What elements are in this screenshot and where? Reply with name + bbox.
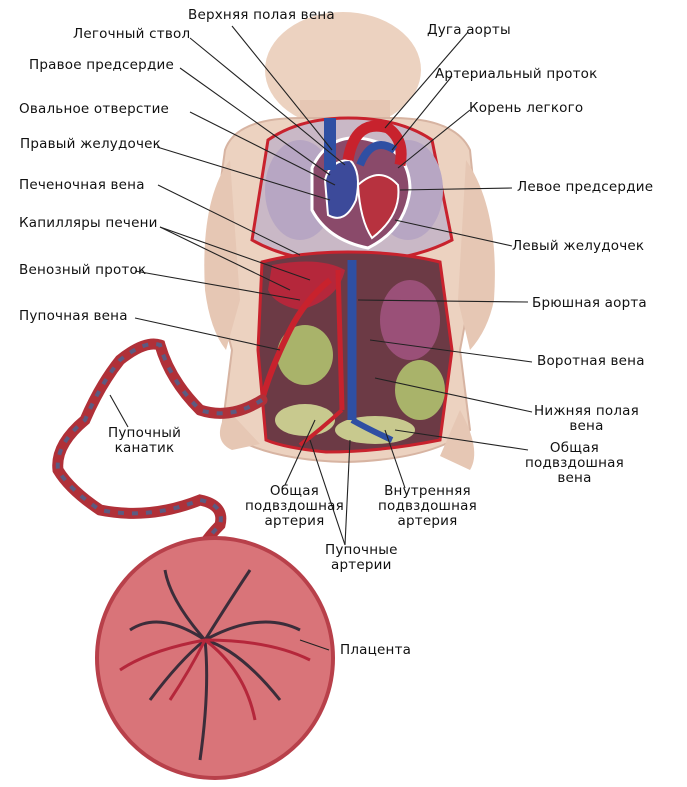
label-right-ventricle: Правый желудочек: [20, 136, 161, 152]
label-left-ventricle: Левый желудочек: [512, 238, 645, 254]
label-foramen-ovale: Овальное отверстие: [19, 101, 170, 117]
label-ductus-venosus: Венозный проток: [19, 262, 147, 278]
abdominal-vessels: [259, 260, 394, 447]
label-umbilical-arteries: Пупочные артерии: [325, 542, 398, 573]
label-aortic-arch: Дуга аорты: [427, 22, 511, 38]
label-umbilical-cord: Пупочный канатик: [108, 425, 182, 456]
label-liver-capillaries: Капилляры печени: [19, 215, 158, 231]
label-internal-iliac-artery: Внутренняя подвздошная артерия: [378, 483, 477, 529]
label-placenta: Плацента: [340, 642, 412, 658]
label-pulmonary-trunk: Легочный ствол: [73, 26, 191, 42]
label-common-iliac-artery: Общая подвздошная артерия: [245, 483, 344, 529]
label-abdominal-aorta: Брюшная аорта: [532, 295, 647, 311]
great-vessels: [324, 118, 407, 170]
label-right-atrium: Правое предсердие: [29, 57, 174, 73]
label-ductus-arteriosus: Артериальный проток: [435, 66, 598, 82]
leader-lines: [109, 25, 533, 651]
label-lung-root: Корень легкого: [469, 100, 584, 116]
heart: [310, 136, 412, 250]
label-hepatic-vein: Печеночная вена: [19, 177, 145, 193]
placenta-disc: [95, 536, 335, 780]
label-common-iliac-vein: Общая подвздошная вена: [525, 440, 624, 486]
label-umbilical-vein: Пупочная вена: [19, 308, 128, 324]
label-left-atrium: Левое предсердие: [517, 179, 654, 195]
label-superior-vena-cava: Верхняя полая вена: [188, 7, 335, 23]
label-inferior-vena-cava: Нижняя полая вена: [534, 403, 639, 434]
label-portal-vein: Воротная вена: [537, 353, 645, 369]
